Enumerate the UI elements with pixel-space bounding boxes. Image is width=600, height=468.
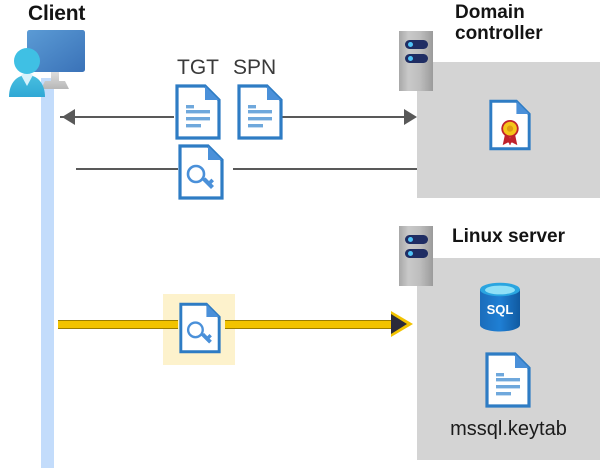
certificate-document-icon — [489, 99, 531, 156]
client-lifeline — [41, 78, 54, 468]
sql-database-icon: SQL — [477, 281, 523, 338]
domain-controller-rack-icon — [399, 31, 433, 91]
keytab-document-icon — [485, 352, 531, 413]
authenticated-line-left — [58, 320, 178, 329]
spn-label: SPN — [233, 56, 277, 79]
domain-controller-title: Domain controller — [455, 2, 543, 45]
response-arrowhead-icon — [62, 109, 75, 125]
authenticated-arrowhead-icon — [391, 314, 407, 334]
client-user-computer-icon — [5, 25, 93, 105]
tgt-document-icon — [175, 84, 221, 145]
request-line-right — [282, 116, 404, 118]
svg-text:SQL: SQL — [487, 302, 514, 317]
keytab-filename-label: mssql.keytab — [450, 418, 567, 440]
response-line-right — [233, 168, 417, 170]
linux-server-rack-icon — [399, 226, 433, 286]
ticket-key-document-icon — [178, 144, 224, 205]
request-arrowhead-icon — [404, 109, 417, 125]
session-key-document-icon — [179, 302, 221, 359]
client-title: Client — [28, 2, 86, 25]
spn-document-icon — [237, 84, 283, 145]
authenticated-line-right — [225, 320, 395, 329]
response-line-left — [76, 168, 178, 170]
tgt-label: TGT — [177, 56, 219, 79]
linux-server-title: Linux server — [452, 226, 565, 247]
request-line-left — [60, 116, 174, 118]
